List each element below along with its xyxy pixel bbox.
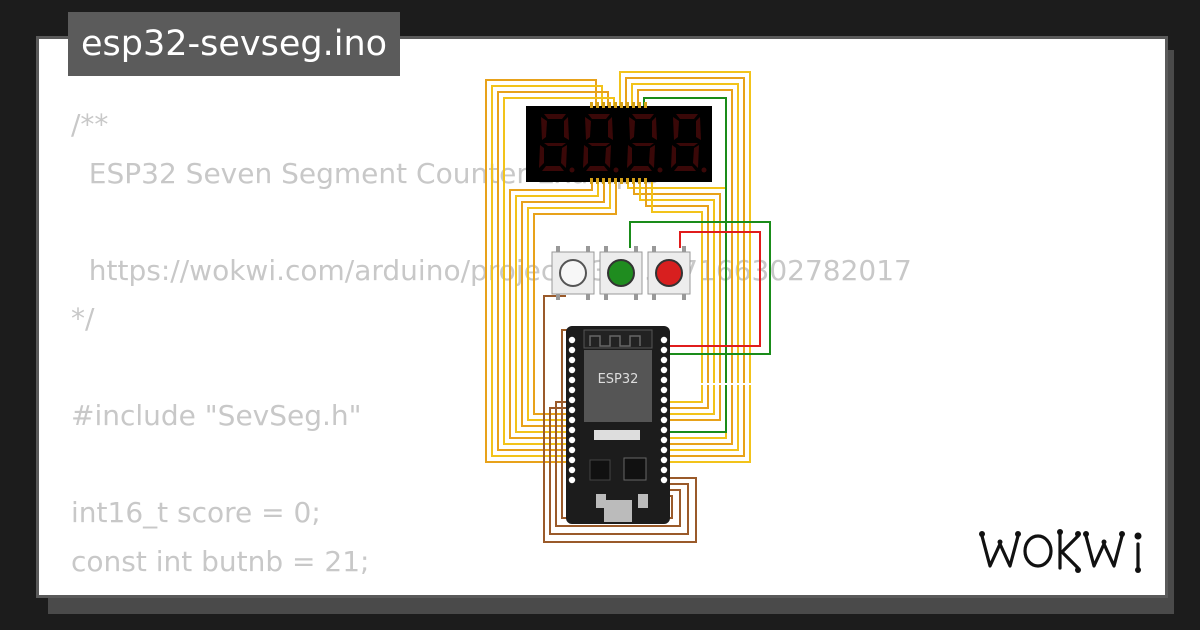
code-line: #include "SevSeg.h": [71, 399, 362, 432]
seven-segment-display: [526, 102, 712, 184]
pushbutton-green: [599, 246, 643, 300]
pushbutton-red: [647, 246, 691, 300]
code-line: https://wokwi.com/arduino/projects/32556…: [71, 253, 912, 287]
esp32-board: ESP32: [566, 326, 670, 524]
pushbutton-group: [551, 246, 691, 300]
wokwi-logo-icon: [979, 529, 1142, 573]
code-line: /**: [71, 108, 109, 141]
code-line: int16_t score = 0;: [71, 496, 321, 529]
code-line: const int butreset = 22;: [71, 586, 912, 595]
file-title: esp32-sevseg.ino: [68, 12, 401, 76]
code-line: const int butnb = 21;: [71, 544, 370, 578]
code-line: */: [71, 302, 95, 335]
pushbutton-white: [551, 246, 595, 300]
mcu-label: ESP32: [598, 372, 639, 387]
